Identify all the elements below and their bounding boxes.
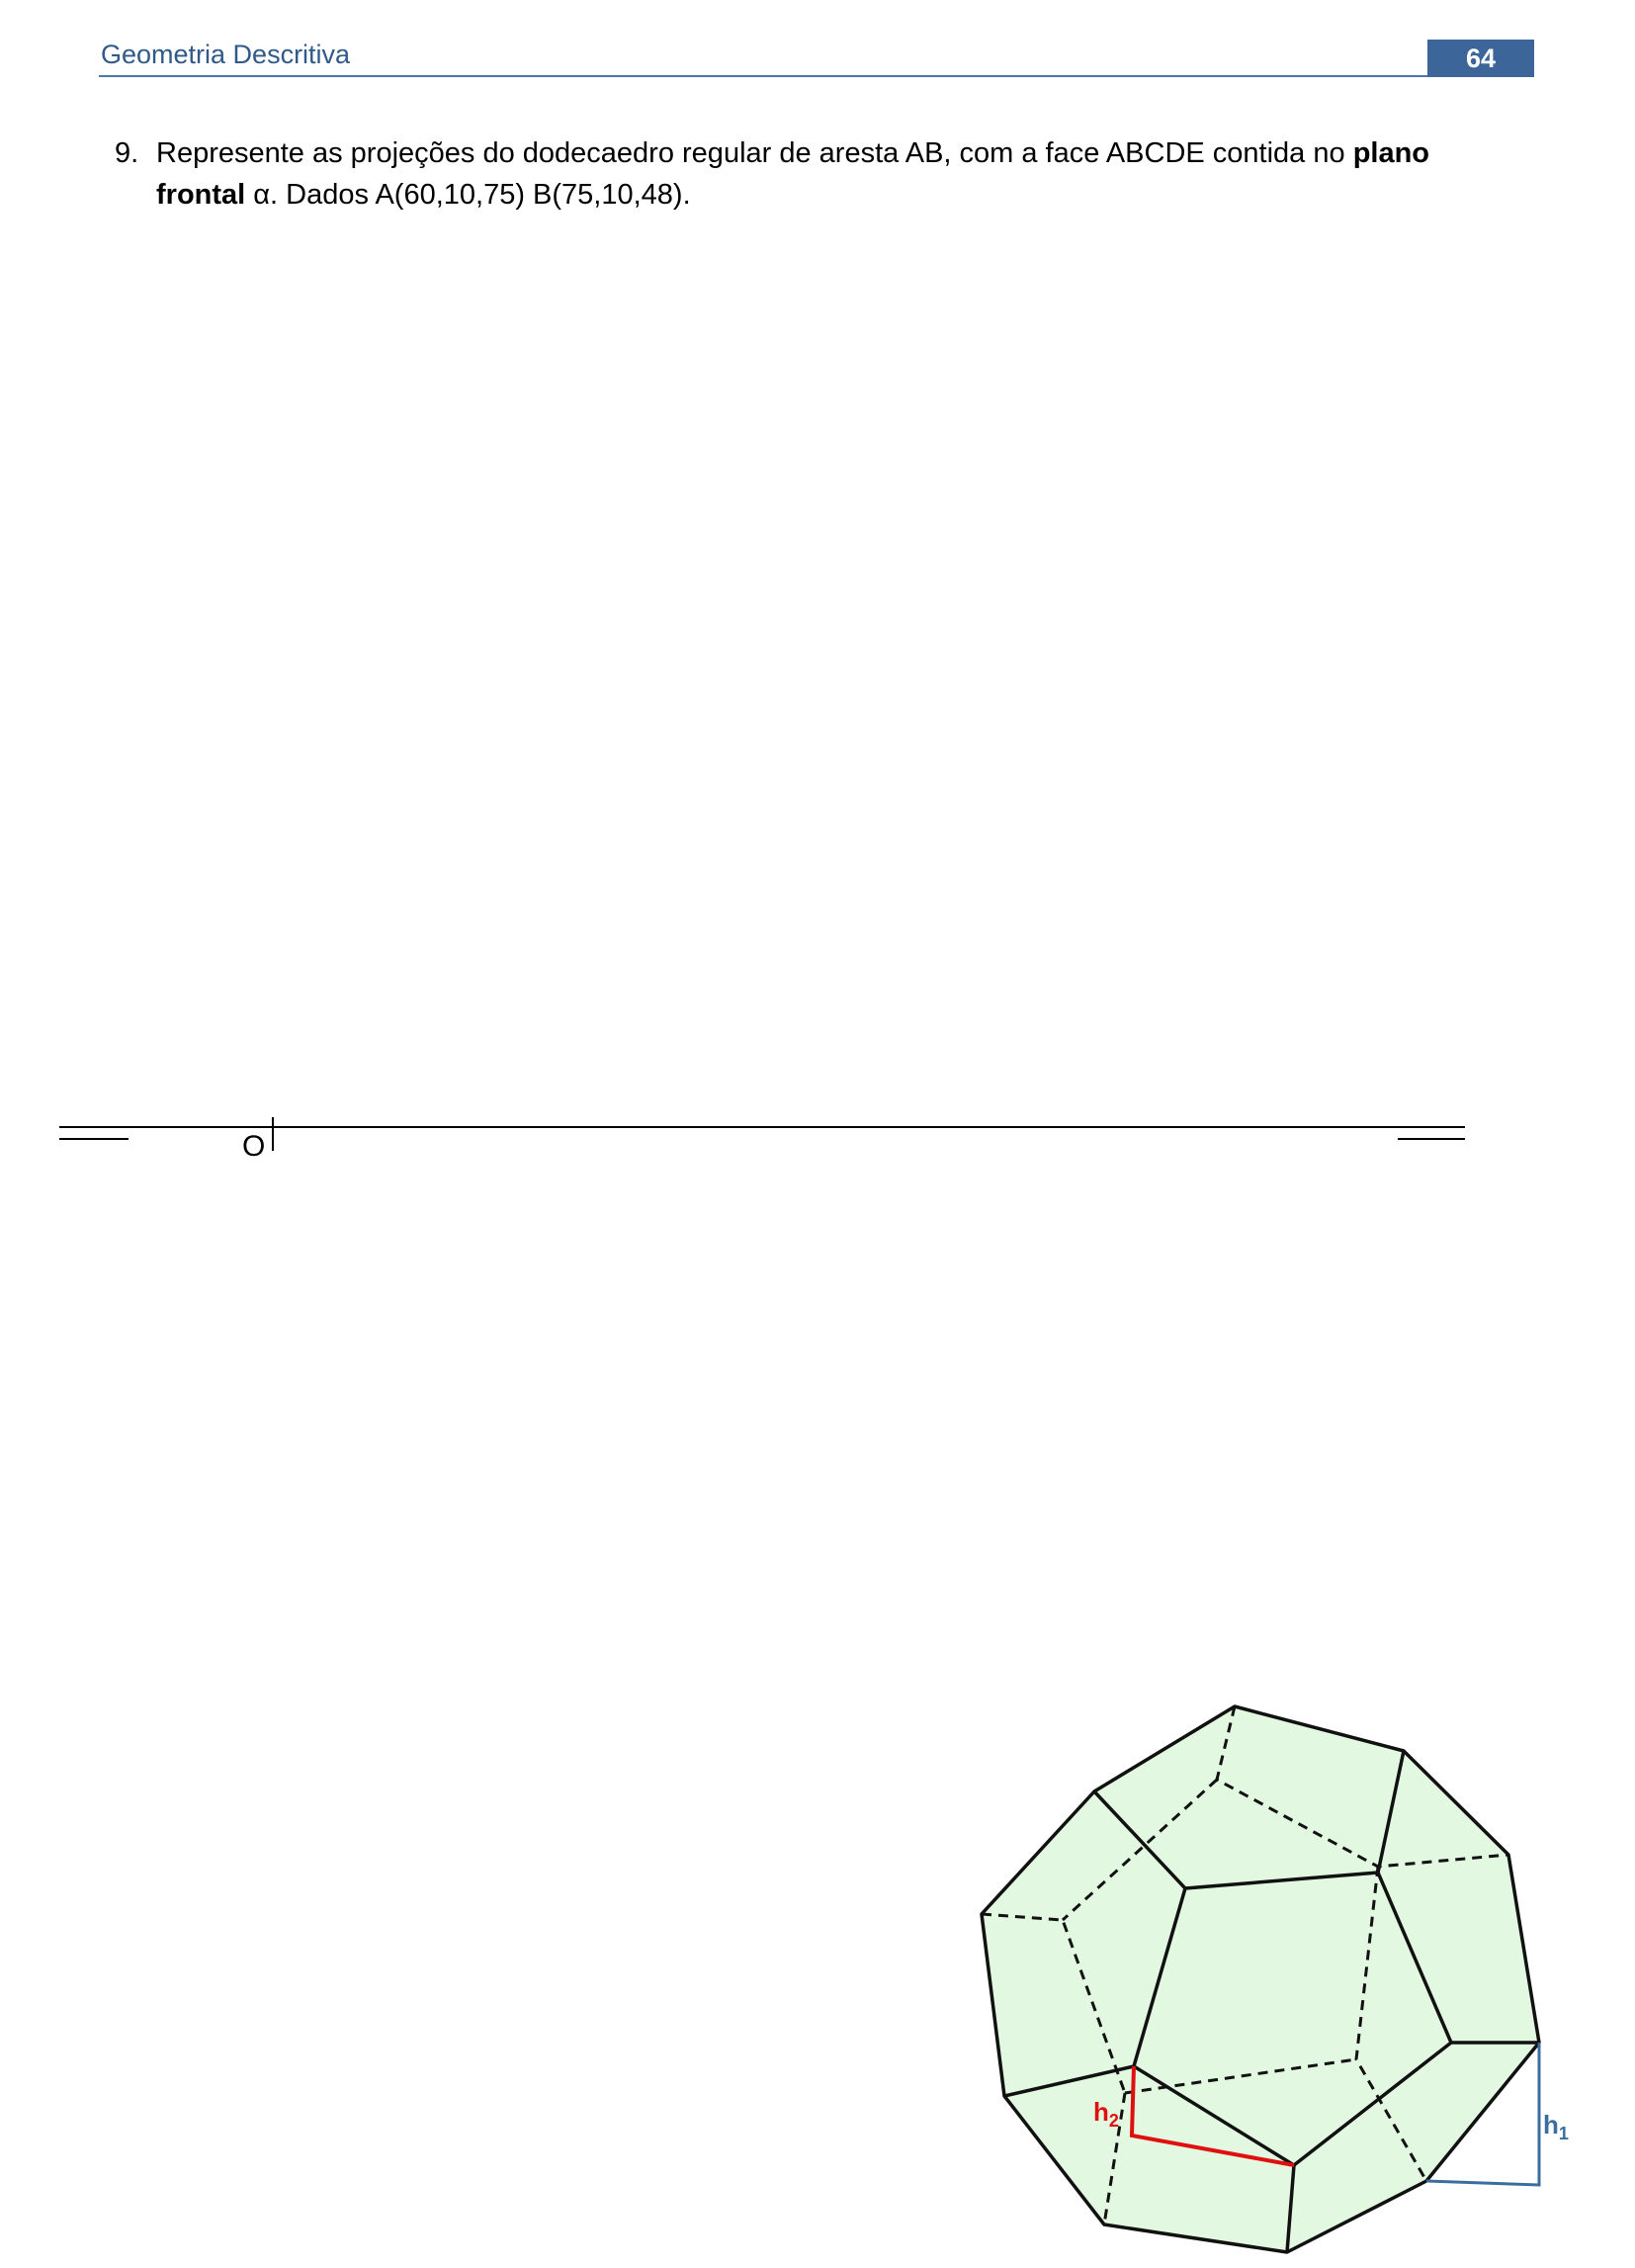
exercise-number: 9. — [115, 137, 139, 169]
exercise-text-bold: plano frontal — [156, 137, 1430, 211]
visible-edges — [1003, 1750, 1539, 2253]
hidden-edges — [981, 1705, 1509, 2225]
h1-label: h1 — [1543, 2110, 1569, 2143]
edge-e — [1003, 2064, 1135, 2098]
hidden-left — [981, 1912, 1127, 2094]
hidden-bottom — [1102, 2092, 1127, 2225]
front-face — [1132, 1871, 1453, 2167]
header-divider — [99, 75, 1534, 77]
edge-b — [1376, 1750, 1406, 1874]
document-title: Geometria Descritiva — [101, 40, 351, 69]
h1-marker — [1425, 2043, 1541, 2187]
exercise-text-part1: Represente as projeções do dodecaedro re… — [156, 137, 1353, 169]
page-number: 64 — [1427, 40, 1534, 77]
edge-d — [1285, 2164, 1296, 2253]
axis-x-line — [59, 1117, 1465, 1151]
hidden-top — [1215, 1705, 1509, 1869]
exercise-text-part2: α. Dados A(60,10,75) B(75,10,48). — [245, 179, 691, 211]
h2-marker — [1129, 2065, 1295, 2167]
exercise-text: Represente as projeções do dodecaedro re… — [156, 132, 1489, 216]
hidden-mid — [1124, 2057, 1357, 2095]
edge-a — [1092, 1789, 1187, 1890]
exercise-statement: 9. Represente as projeções do dodecaedro… — [115, 132, 1489, 216]
hidden-top-left — [1061, 1778, 1219, 1922]
dodecahedron-figure: h2 h1 — [980, 1704, 1569, 2254]
dodecahedron-fill — [980, 1704, 1541, 2254]
origin-label: O — [242, 1130, 266, 1163]
hidden-right — [1354, 1866, 1428, 2182]
